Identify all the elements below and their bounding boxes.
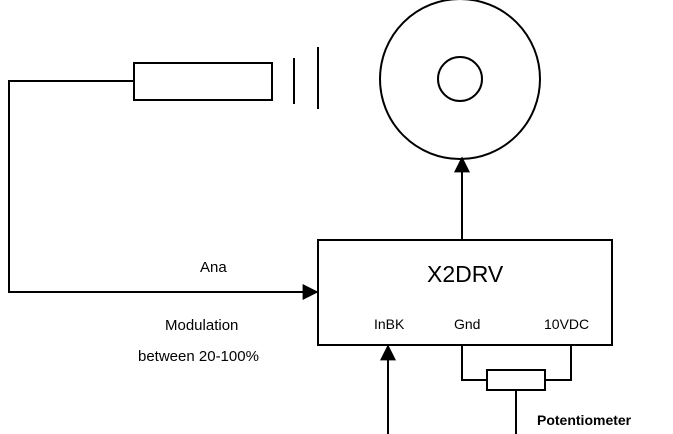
potentiometer-label: Potentiometer: [537, 412, 632, 428]
potentiometer-left-wire: [461, 345, 487, 381]
modulation-label-line-2: between 20-100%: [138, 348, 259, 365]
controller-label: X2DRV: [427, 261, 504, 287]
signal-label: Ana: [200, 259, 227, 276]
signal-wire: [8, 80, 319, 300]
sensor-body: [133, 62, 273, 101]
potentiometer-right-wire: [545, 345, 572, 381]
modulation-label-line-1: Modulation: [165, 317, 238, 334]
inbk-terminal-label: InBK: [374, 316, 405, 332]
motor-inner-circle: [437, 56, 483, 102]
controller-box: [317, 239, 613, 346]
gnd-terminal-label: Gnd: [454, 316, 480, 332]
vdc-terminal-label: 10VDC: [544, 316, 589, 332]
potentiometer-body: [486, 369, 546, 391]
